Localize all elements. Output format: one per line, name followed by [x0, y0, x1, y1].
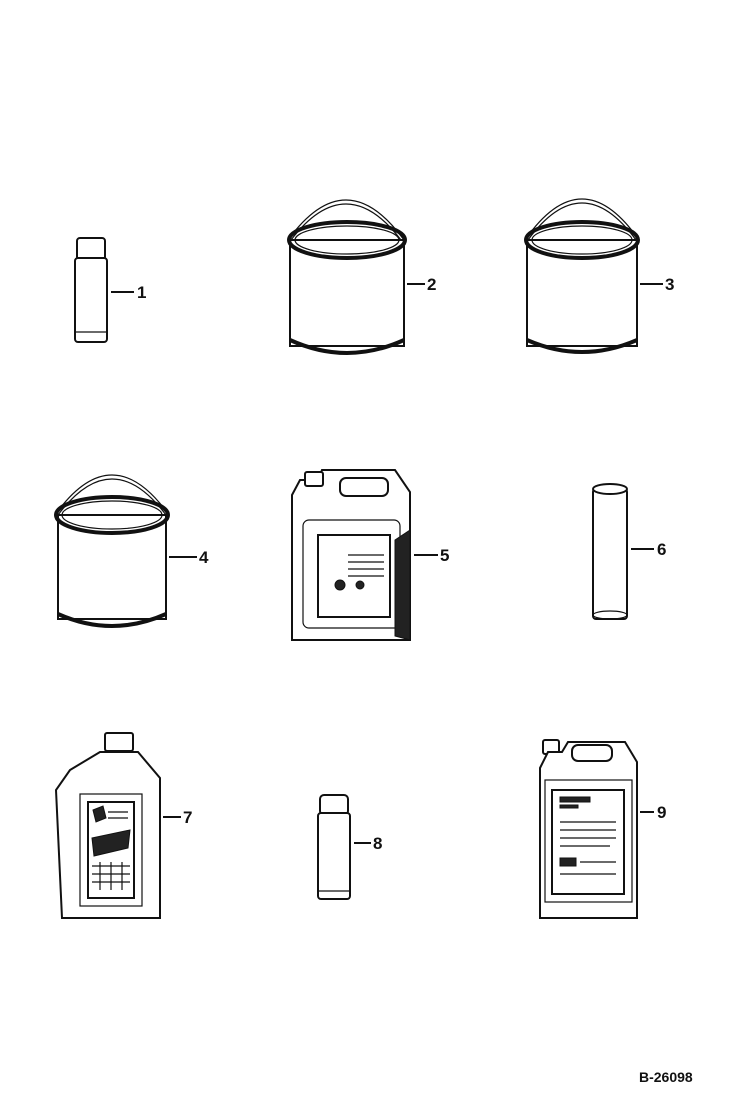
grease-cartridge-icon: [592, 483, 628, 620]
oil-bottle-icon: [54, 732, 161, 919]
callout-9: 9: [657, 803, 666, 822]
callout-1: 1: [137, 283, 146, 302]
container-label-graphic: [334, 554, 384, 591]
jug-container-icon: [291, 469, 411, 641]
callout-5: 5: [440, 546, 449, 565]
item-6-cartridge: 6: [592, 483, 666, 620]
spray-can-icon: [74, 237, 108, 343]
item-2-pail: 2: [287, 199, 436, 355]
item-8-spray-can: 8: [317, 794, 382, 900]
item-7-bottle: 7: [54, 732, 192, 919]
container-label-graphic: [559, 796, 616, 875]
item-4-pail: 4: [54, 474, 209, 628]
item-3-pail: 3: [524, 198, 674, 354]
item-9-container: 9: [539, 739, 666, 919]
jug-container-icon: [539, 739, 638, 919]
callout-7: 7: [183, 808, 192, 827]
paint-pail-icon: [524, 198, 640, 354]
drawing-reference: B-26098: [639, 1069, 693, 1085]
callout-2: 2: [427, 275, 436, 294]
item-1-spray-can: 1: [74, 237, 146, 343]
paint-pail-icon: [287, 199, 407, 355]
callout-4: 4: [199, 548, 209, 567]
callout-8: 8: [373, 834, 382, 853]
paint-pail-icon: [54, 474, 170, 628]
bottle-label-graphic: [91, 805, 131, 890]
spray-can-icon: [317, 794, 351, 900]
callout-3: 3: [665, 275, 674, 294]
item-5-container: 5: [291, 469, 449, 641]
callout-6: 6: [657, 540, 666, 559]
